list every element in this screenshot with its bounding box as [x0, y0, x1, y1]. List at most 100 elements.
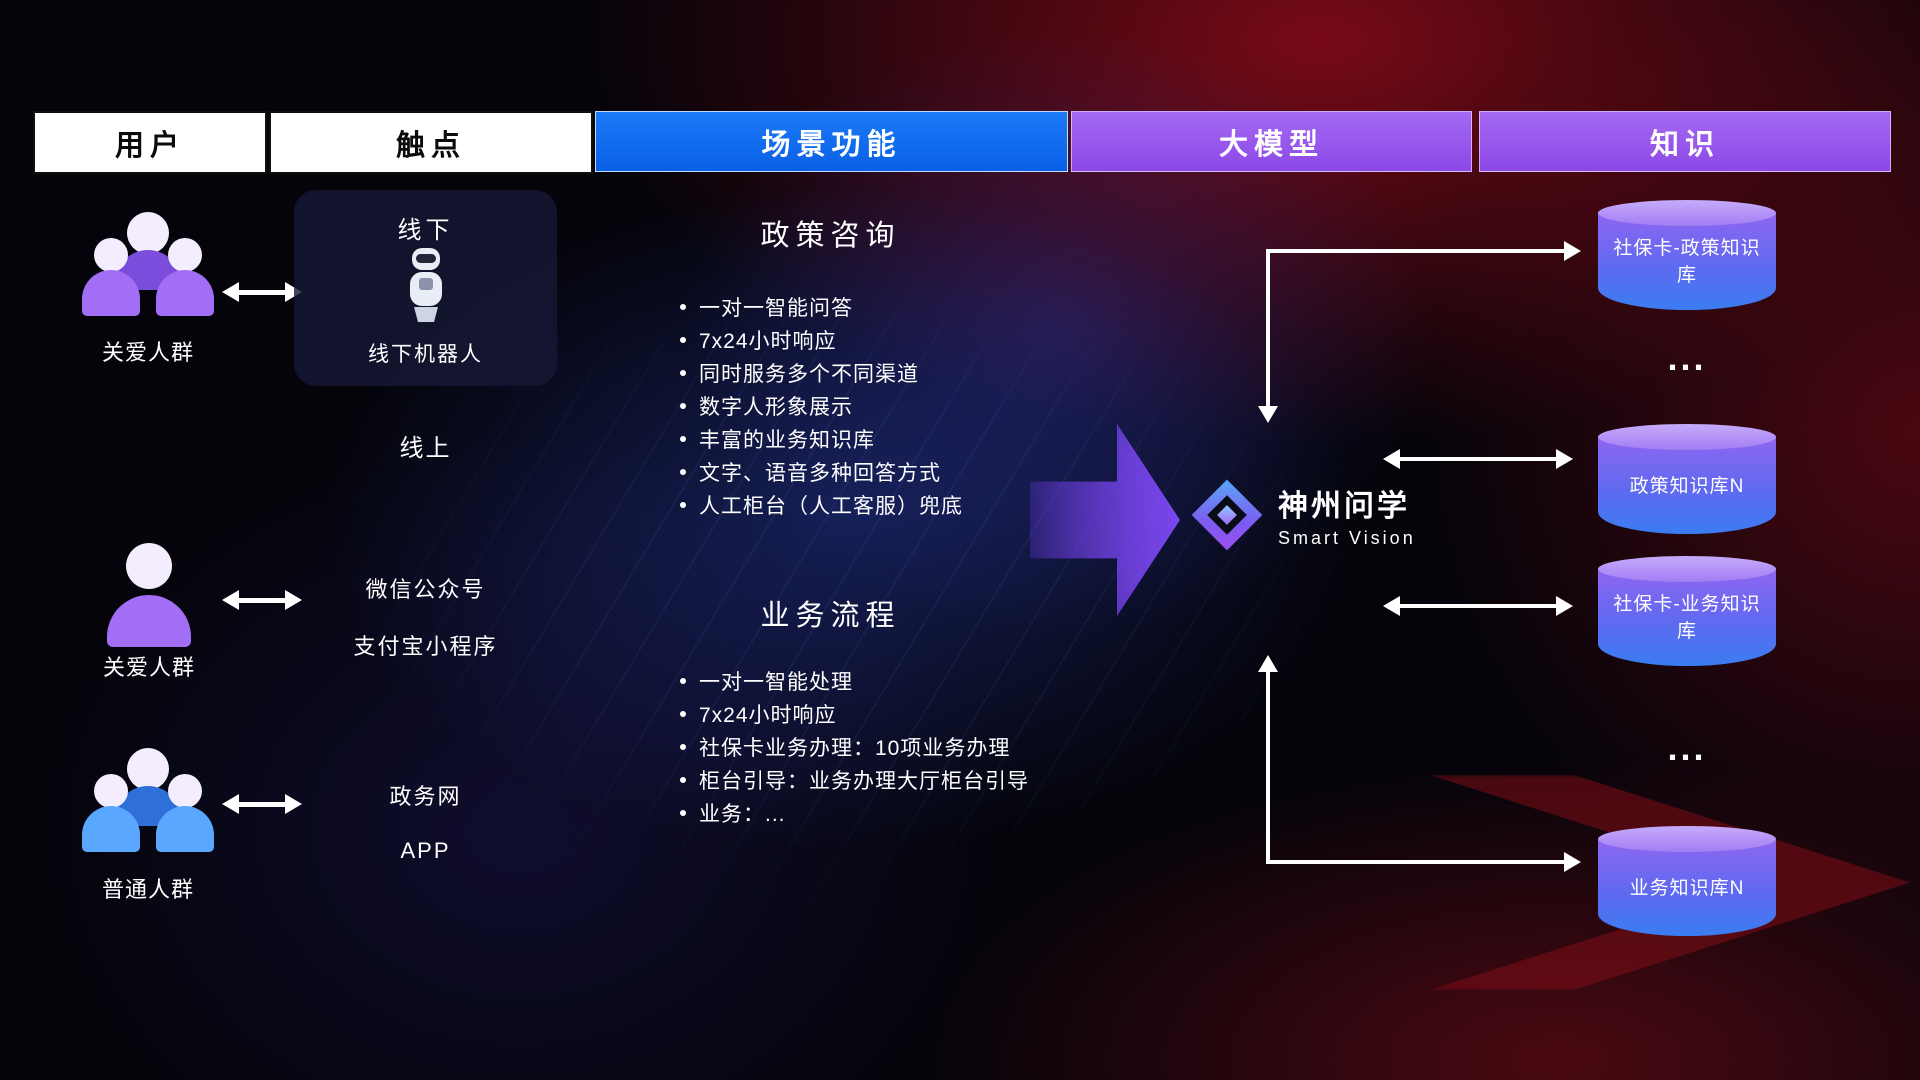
person-head: [168, 238, 202, 272]
arrowhead-right: [1564, 241, 1581, 261]
ellipsis-more: ...: [1667, 727, 1707, 768]
list-item: 一对一智能处理: [680, 664, 1029, 697]
connector-line: [1266, 249, 1270, 409]
person-head: [94, 238, 128, 272]
bidirectional-arrow: [1383, 596, 1573, 616]
person-icon: [101, 543, 197, 653]
list-item-text: 7x24小时响应: [699, 329, 837, 353]
header-model: 大模型: [1071, 111, 1472, 172]
bullet-icon: [680, 809, 686, 816]
bullet-icon: [680, 336, 686, 343]
list-item-text: 人工柜台（人工客服）兜底: [699, 494, 963, 518]
list-item-text: 数字人形象展示: [699, 395, 853, 419]
bullet-icon: [680, 677, 686, 684]
offline-title: 线下: [397, 217, 454, 244]
list-item: 社保卡业务办理：10项业务办理: [680, 730, 1029, 763]
ellipsis-more: ...: [1667, 337, 1707, 378]
arrowhead-right: [1564, 852, 1581, 872]
db-label: 社保卡-政策知识库: [1613, 238, 1761, 286]
header-knowledge: 知识: [1479, 111, 1891, 172]
connector-line: [1266, 860, 1568, 864]
user-label: 关爱人群: [101, 340, 194, 365]
policy-feature-list: 一对一智能问答 7x24小时响应 同时服务多个不同渠道 数字人形象展示 丰富的业…: [680, 290, 963, 521]
person-head: [126, 543, 172, 589]
header-touchpoints: 触点: [269, 111, 593, 174]
header-scenarios-label: 场景功能: [761, 128, 902, 161]
list-item: 人工柜台（人工客服）兜底: [680, 488, 963, 521]
model-name: 神州问学: [1278, 490, 1410, 523]
offline-robot-card: 线下 线下机器人: [294, 190, 557, 386]
smart-vision-logo: 神州问学 Smart Vision: [1190, 478, 1416, 552]
list-item-text: 文字、语音多种回答方式: [699, 461, 941, 485]
header-touchpoints-label: 触点: [395, 129, 466, 162]
db-policy-n: 政策知识库N: [1598, 424, 1776, 534]
list-item: 7x24小时响应: [680, 697, 1029, 730]
list-item-text: 一对一智能处理: [699, 670, 853, 694]
list-item-text: 7x24小时响应: [699, 703, 837, 727]
header-scenarios: 场景功能: [595, 111, 1068, 172]
list-item-text: 同时服务多个不同渠道: [699, 362, 919, 386]
bullet-icon: [680, 743, 686, 750]
bidirectional-arrow: [222, 282, 302, 302]
model-subtitle: Smart Vision: [1278, 528, 1416, 548]
list-item-text: 丰富的业务知识库: [699, 428, 875, 452]
robot-icon: [403, 246, 449, 329]
list-item-text: 社保卡业务办理：10项业务办理: [699, 736, 1011, 760]
list-item: 一对一智能问答: [680, 290, 963, 323]
person-body: [107, 595, 191, 647]
channel-wechat: 微信公众号: [365, 577, 486, 602]
person-body: [156, 806, 214, 852]
connector-line: [1266, 670, 1270, 864]
group-people-icon: [82, 748, 214, 860]
person-head: [127, 212, 169, 254]
bullet-icon: [680, 776, 686, 783]
channel-alipay: 支付宝小程序: [353, 634, 498, 659]
scenario-title-business: 业务流程: [760, 600, 901, 632]
bullet-icon: [680, 468, 686, 475]
bullet-icon: [680, 435, 686, 442]
list-item-text: 一对一智能问答: [699, 296, 853, 320]
list-item: 柜台引导：业务办理大厅柜台引导: [680, 763, 1029, 796]
person-head: [127, 748, 169, 790]
db-label: 业务知识库N: [1629, 877, 1745, 899]
list-item: 文字、语音多种回答方式: [680, 455, 963, 488]
bidirectional-arrow: [222, 794, 302, 814]
bullet-icon: [680, 402, 686, 409]
list-item: 7x24小时响应: [680, 323, 963, 356]
user-label: 普通人群: [101, 877, 194, 902]
scenario-title-policy: 政策咨询: [760, 220, 901, 252]
arrowhead-down: [1258, 406, 1278, 423]
group-people-icon: [82, 212, 214, 324]
logo-text: 神州问学 Smart Vision: [1278, 481, 1416, 549]
list-item: 丰富的业务知识库: [680, 422, 963, 455]
db-label: 政策知识库N: [1629, 475, 1745, 497]
bidirectional-arrow: [222, 590, 302, 610]
user-label: 关爱人群: [102, 655, 195, 680]
person-head: [168, 774, 202, 808]
list-item-text: 柜台引导：业务办理大厅柜台引导: [699, 769, 1029, 793]
bullet-icon: [680, 303, 686, 310]
person-body: [156, 270, 214, 316]
bullet-icon: [680, 369, 686, 376]
header-users-label: 用户: [114, 129, 185, 162]
list-item: 数字人形象展示: [680, 389, 963, 422]
business-feature-list: 一对一智能处理 7x24小时响应 社保卡业务办理：10项业务办理 柜台引导：业务…: [680, 664, 1029, 829]
db-business-social-card: 社保卡-业务知识库: [1598, 556, 1776, 666]
db-policy-social-card: 社保卡-政策知识库: [1598, 200, 1776, 310]
bidirectional-arrow: [1383, 449, 1573, 469]
header-users: 用户: [33, 111, 267, 174]
offline-caption: 线下机器人: [368, 343, 483, 366]
bullet-icon: [680, 710, 686, 717]
channel-govweb: 政务网: [389, 784, 462, 809]
connector-line: [1266, 249, 1568, 253]
diamond-logo-icon: [1190, 478, 1264, 552]
db-business-n: 业务知识库N: [1598, 826, 1776, 936]
db-label: 社保卡-业务知识库: [1613, 594, 1761, 642]
list-item-text: 业务：...: [699, 802, 786, 826]
online-label: 线上: [399, 435, 452, 462]
person-head: [94, 774, 128, 808]
list-item: 业务：...: [680, 796, 1029, 829]
header-knowledge-label: 知识: [1649, 128, 1720, 161]
bullet-icon: [680, 501, 686, 508]
